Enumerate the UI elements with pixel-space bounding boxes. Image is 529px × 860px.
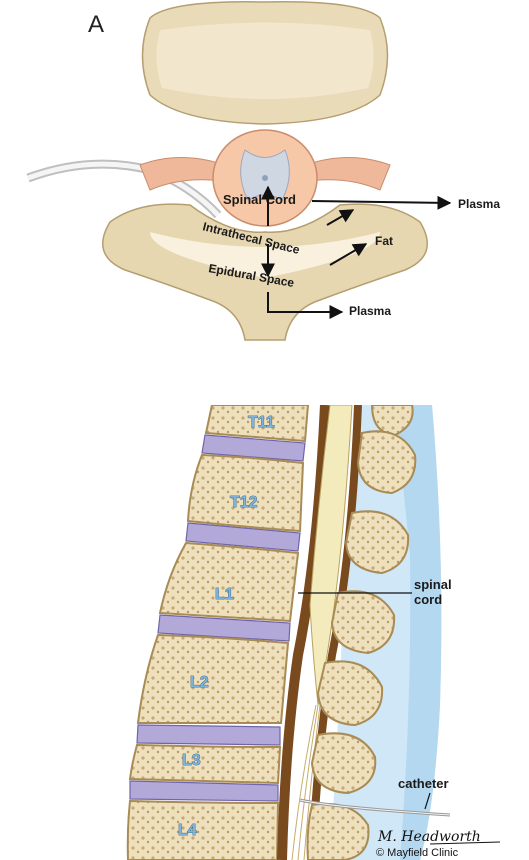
disc-l2-l3 (137, 725, 280, 745)
vertebra-label-l3: L3 (182, 752, 201, 769)
panel-letter: A (88, 11, 104, 38)
vertebra-l3 (130, 745, 280, 783)
label-spinal-cord: Spinal Cord (223, 192, 296, 207)
vertebra-label-l4: L4 (178, 822, 197, 839)
label-fat: Fat (375, 234, 393, 248)
label-plasma-bottom: Plasma (349, 304, 391, 318)
cross-section-illustration: A Spinal Cord Intrathecal Space Epidural… (0, 0, 529, 350)
cross-section-panel: A Spinal Cord Intrathecal Space Epidural… (0, 0, 529, 350)
vertebra-t12 (188, 455, 303, 531)
arrow-cord-to-plasma (312, 201, 450, 203)
vertebra-label-l1: L1 (215, 586, 234, 603)
sagittal-spine-illustration: T11 T12 L1 L2 L3 L4 spinal cord catheter… (0, 405, 529, 860)
sagittal-spine-panel: T11 T12 L1 L2 L3 L4 spinal cord catheter… (0, 405, 529, 860)
vertebra-label-t12: T12 (230, 494, 258, 511)
vertebra-label-l2: L2 (190, 674, 209, 691)
label-plasma-top: Plasma (458, 197, 500, 211)
vertebral-body-highlight (156, 23, 373, 100)
vertebra-label-t11: T11 (248, 414, 275, 431)
disc-l3-l4 (130, 781, 278, 801)
label-catheter: catheter (398, 776, 449, 791)
credit-mayfield-clinic: © Mayfield Clinic (376, 847, 459, 859)
label-spinal-line1: spinal (414, 577, 452, 592)
vertebra-l2 (138, 635, 288, 723)
vertebra-l1 (160, 543, 298, 621)
vertebra-l4 (128, 801, 278, 860)
label-cord-line2: cord (414, 592, 442, 607)
